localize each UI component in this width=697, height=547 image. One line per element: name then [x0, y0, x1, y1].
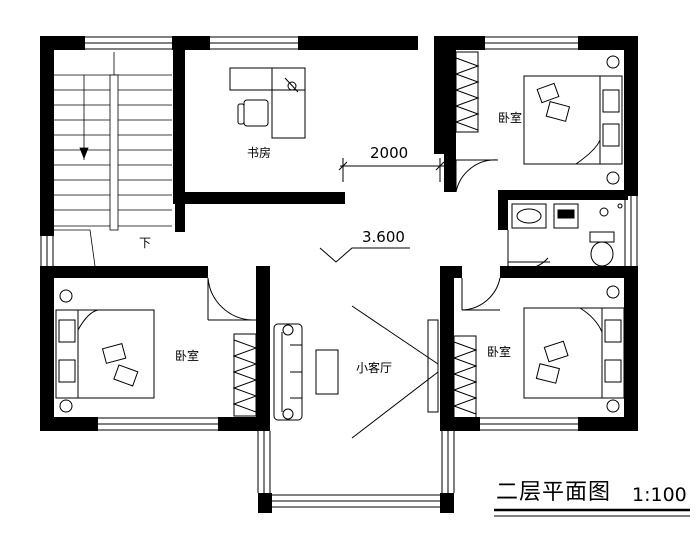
living-furniture — [273, 305, 439, 439]
room-label-bedroom-se: 卧室 — [487, 345, 512, 359]
room-label-bedroom-sw: 卧室 — [175, 349, 200, 363]
drawing-title: 二层平面图 — [496, 480, 612, 505]
dimension-line — [338, 158, 446, 182]
beds — [55, 55, 625, 413]
door-swings — [207, 159, 550, 321]
title-underline — [494, 508, 690, 517]
room-label-bedroom-ne: 卧室 — [498, 111, 523, 125]
wardrobes — [232, 51, 480, 419]
interior-walls — [40, 36, 638, 431]
floor-level-label: 3.600 — [362, 228, 405, 246]
stair-down-label: 下 — [139, 236, 152, 250]
bathroom-fixtures — [511, 203, 623, 267]
room-label-living: 小客厅 — [356, 361, 393, 375]
windows — [40, 36, 638, 508]
staircase — [54, 52, 172, 267]
dimension-study-width: 2000 — [370, 144, 409, 162]
study-desk — [229, 67, 306, 139]
drawing-scale: 1:100 — [632, 484, 687, 506]
room-label-study: 书房 — [247, 146, 272, 160]
level-marker — [319, 247, 410, 263]
